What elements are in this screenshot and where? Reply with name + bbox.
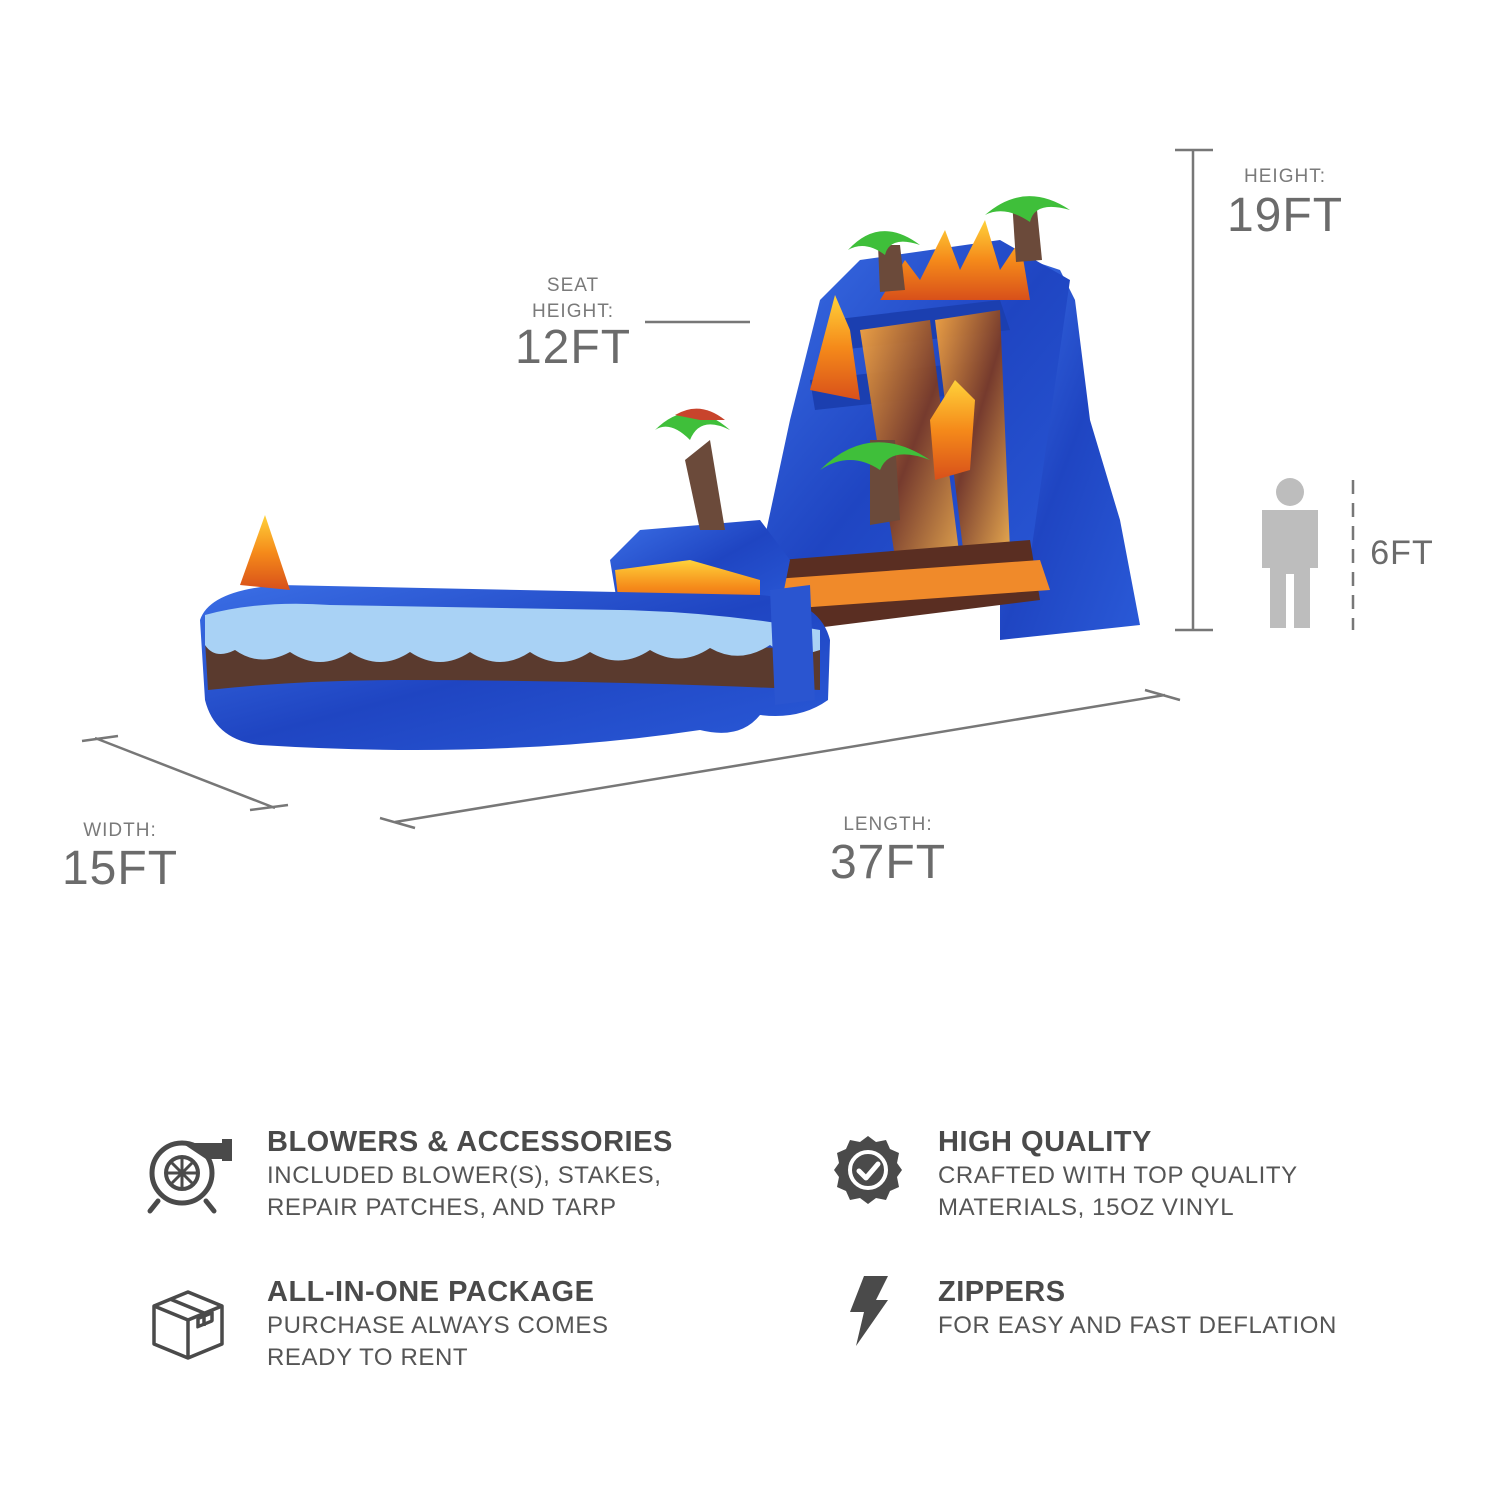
person-height-value: 6FT — [1370, 534, 1434, 572]
length-value: 37FT — [829, 836, 947, 889]
feature-blowers-title: BLOWERS & ACCESSORIES — [267, 1126, 673, 1158]
seat-height-label-line2: HEIGHT: — [532, 301, 614, 322]
box-icon — [152, 1290, 224, 1360]
width-value: 15FT — [61, 842, 179, 895]
blower-icon — [147, 1139, 232, 1214]
water-slide-image — [200, 196, 1140, 750]
palm-tree-middle — [820, 440, 930, 525]
person-icon — [1262, 478, 1318, 628]
feature-zippers-line1: FOR EASY AND FAST DEFLATION — [938, 1312, 1337, 1339]
palm-tree-top-left — [848, 231, 920, 292]
feature-package-line1: PURCHASE ALWAYS COMES — [267, 1312, 609, 1339]
feature-quality-title: HIGH QUALITY — [938, 1126, 1152, 1158]
seat-height-label-line1: SEAT — [546, 275, 600, 296]
palm-tree-top-right — [985, 196, 1070, 262]
feature-blowers-line2: REPAIR PATCHES, AND TARP — [267, 1194, 617, 1221]
feature-quality-line2: MATERIALS, 15OZ VINYL — [938, 1194, 1235, 1221]
length-label: LENGTH: — [843, 814, 933, 835]
feature-quality-line1: CRAFTED WITH TOP QUALITY — [938, 1162, 1298, 1189]
feature-package-title: ALL-IN-ONE PACKAGE — [267, 1276, 595, 1308]
width-label: WIDTH: — [83, 820, 157, 841]
lightning-icon — [850, 1276, 888, 1346]
height-value: 19FT — [1226, 189, 1344, 242]
feature-blowers-line1: INCLUDED BLOWER(S), STAKES, — [267, 1162, 662, 1189]
feature-zippers-title: ZIPPERS — [938, 1276, 1066, 1308]
feature-package-line2: READY TO RENT — [267, 1344, 469, 1371]
quality-badge-icon — [834, 1136, 902, 1204]
seat-height-value: 12FT — [514, 321, 632, 374]
dimension-lines — [81, 148, 1355, 830]
palm-tree-left — [655, 408, 730, 530]
height-label: HEIGHT: — [1244, 166, 1326, 187]
